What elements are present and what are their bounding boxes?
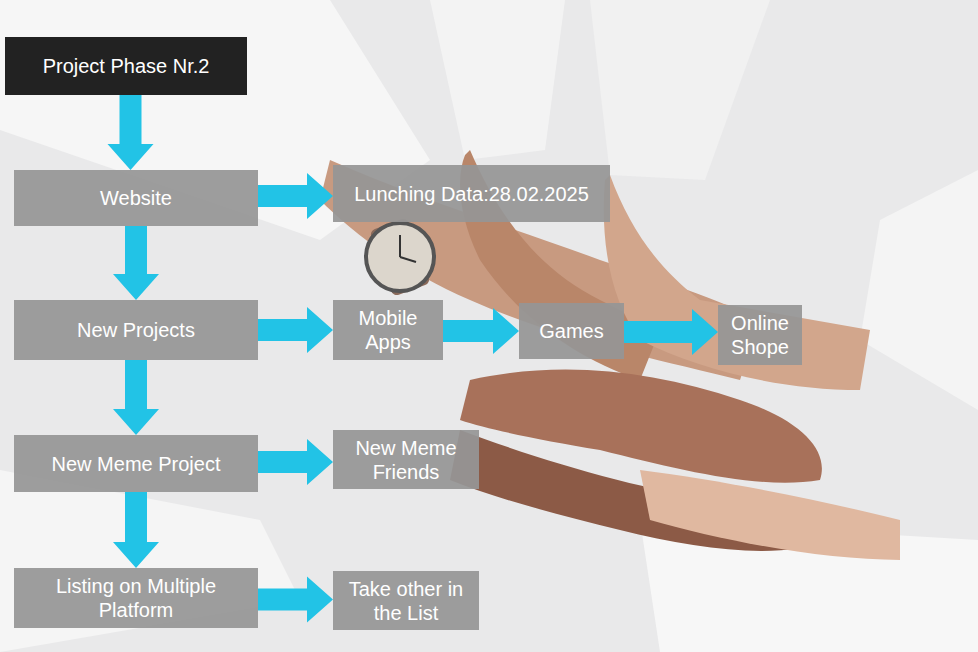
box-label: New Meme Project (52, 452, 221, 476)
process-box: Lunching Data:28.02.2025 (333, 165, 610, 222)
block-arrow (443, 308, 519, 354)
sleeve (590, 0, 770, 180)
block-arrow (258, 307, 333, 353)
process-box: Listing on Multiple Platform (14, 568, 258, 628)
watch-hand (400, 257, 416, 262)
block-arrow (108, 95, 154, 170)
sleeve (430, 0, 565, 160)
box-label: Website (100, 186, 172, 210)
watch-face (366, 223, 434, 291)
block-arrow (113, 226, 159, 300)
block-arrow (258, 173, 333, 219)
box-label: New Meme Friends (339, 436, 473, 484)
box-label: Project Phase Nr.2 (43, 54, 210, 78)
process-box: Online Shope (718, 305, 802, 365)
box-label: Games (539, 319, 603, 343)
watch-hand (399, 235, 401, 257)
box-label: Take other in the List (339, 577, 473, 625)
sleeve (860, 170, 978, 410)
box-label: New Projects (77, 318, 195, 342)
process-box: Mobile Apps (333, 300, 443, 360)
block-arrow (624, 309, 718, 355)
block-arrow (258, 577, 333, 623)
process-box: Take other in the List (333, 571, 479, 630)
process-box: Website (14, 170, 258, 226)
process-box: Games (519, 303, 624, 359)
process-box: New Meme Friends (333, 430, 479, 489)
sleeve (0, 470, 300, 652)
box-label: Listing on Multiple Platform (20, 574, 252, 622)
hand (640, 470, 900, 560)
box-label: Online Shope (724, 311, 796, 359)
block-arrow (258, 439, 333, 485)
block-arrow (113, 492, 159, 568)
process-box: New Projects (14, 300, 258, 360)
header-box: Project Phase Nr.2 (5, 37, 247, 95)
process-box: New Meme Project (14, 435, 258, 492)
box-label: Mobile Apps (339, 306, 437, 354)
hand (604, 175, 870, 390)
box-label: Lunching Data:28.02.2025 (354, 182, 589, 206)
block-arrow (113, 360, 159, 435)
